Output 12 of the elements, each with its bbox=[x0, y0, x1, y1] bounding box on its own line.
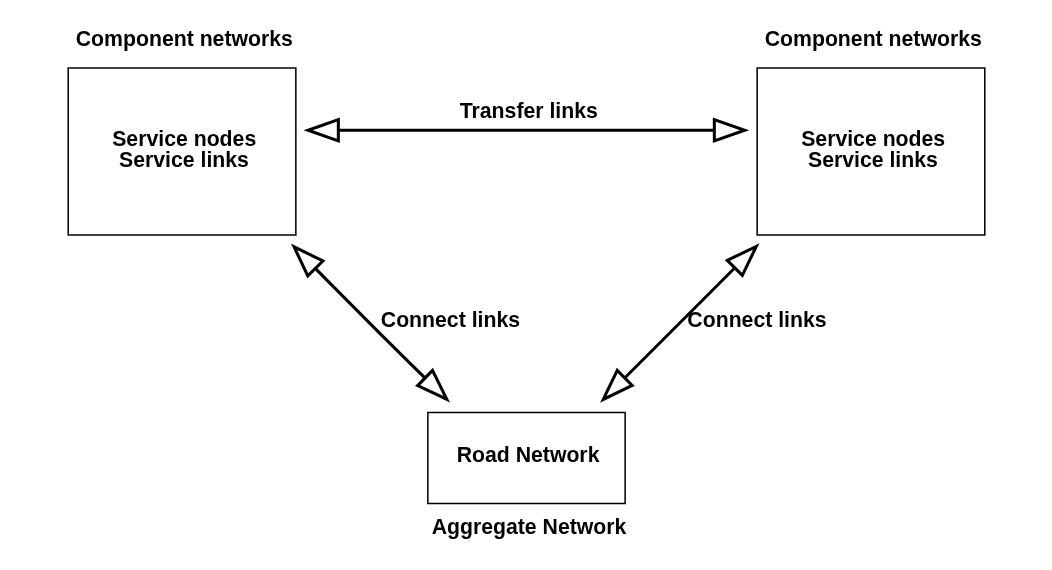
arrow bbox=[302, 117, 749, 143]
node-box: Service nodes Service links bbox=[66, 67, 297, 236]
edge-label: Connect links bbox=[380, 308, 520, 333]
arrow bbox=[599, 243, 760, 403]
arrow bbox=[290, 243, 450, 403]
node-box: Service nodes Service links bbox=[755, 67, 986, 236]
node-label: Component networks bbox=[764, 26, 982, 51]
edge-label: Transfer links bbox=[459, 99, 598, 124]
node-label: Component networks bbox=[75, 26, 293, 51]
node-box: Road Network bbox=[426, 411, 626, 505]
edge-label: Connect links bbox=[686, 308, 827, 333]
node-label: Aggregate Network bbox=[431, 515, 626, 540]
